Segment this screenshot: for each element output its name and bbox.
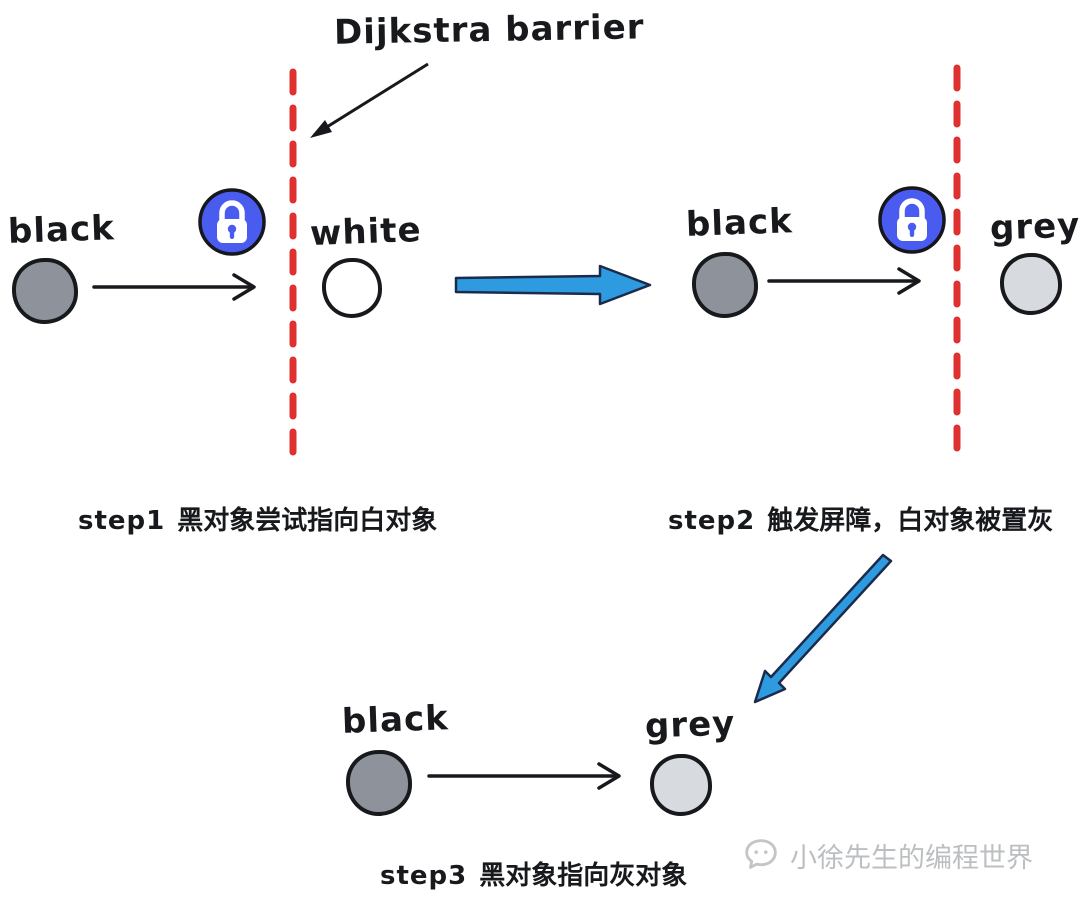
transition-arrow-step2-to-step3 [753,553,893,704]
step3-caption-text: 黑对象指向灰对象 [479,861,688,891]
watermark-text: 小徐先生的编程世界 [790,842,1033,874]
step1-caption: step1 黑对象尝试指向白对象 [78,500,437,537]
step1-white-label: white [309,210,423,254]
step2-grey-node [1000,253,1062,315]
step1-black-label: black [7,208,116,252]
step3-grey-node [650,754,712,816]
step3-black-node [346,750,412,816]
step2-pointer-arrow [767,267,921,295]
step2-caption: step2 触发屏障，白对象被置灰 [668,500,1053,537]
step2-black-node [692,252,758,318]
step3-black-label: black [341,698,450,742]
step3-caption: step3 黑对象指向灰对象 [380,855,687,892]
step2-black-label: black [685,201,794,245]
step3-grey-label: grey [644,703,736,747]
watermark: 小徐先生的编程世界 [740,834,1033,876]
step1-white-node [322,258,382,318]
step2-grey-label: grey [989,205,1080,249]
step3-caption-step: step3 [380,861,468,891]
step1-caption-step: step1 [78,506,166,536]
step2-caption-step: step2 [668,506,756,536]
barrier-line-1 [289,68,297,472]
barrier-line-2 [953,64,961,460]
step1-pointer-arrow [92,273,256,301]
title-pointer-arrow [310,62,429,138]
step3-pointer-arrow [427,762,621,790]
transition-arrow-step1-to-step2 [454,264,652,306]
lock-icon [876,184,948,256]
step1-caption-text: 黑对象尝试指向白对象 [177,506,438,536]
step2-caption-text: 触发屏障，白对象被置灰 [767,506,1054,536]
chat-bubble-icon [740,834,782,876]
step1-black-node [12,258,78,324]
diagram-title: Dijkstra barrier [333,7,645,53]
lock-icon [196,186,268,258]
